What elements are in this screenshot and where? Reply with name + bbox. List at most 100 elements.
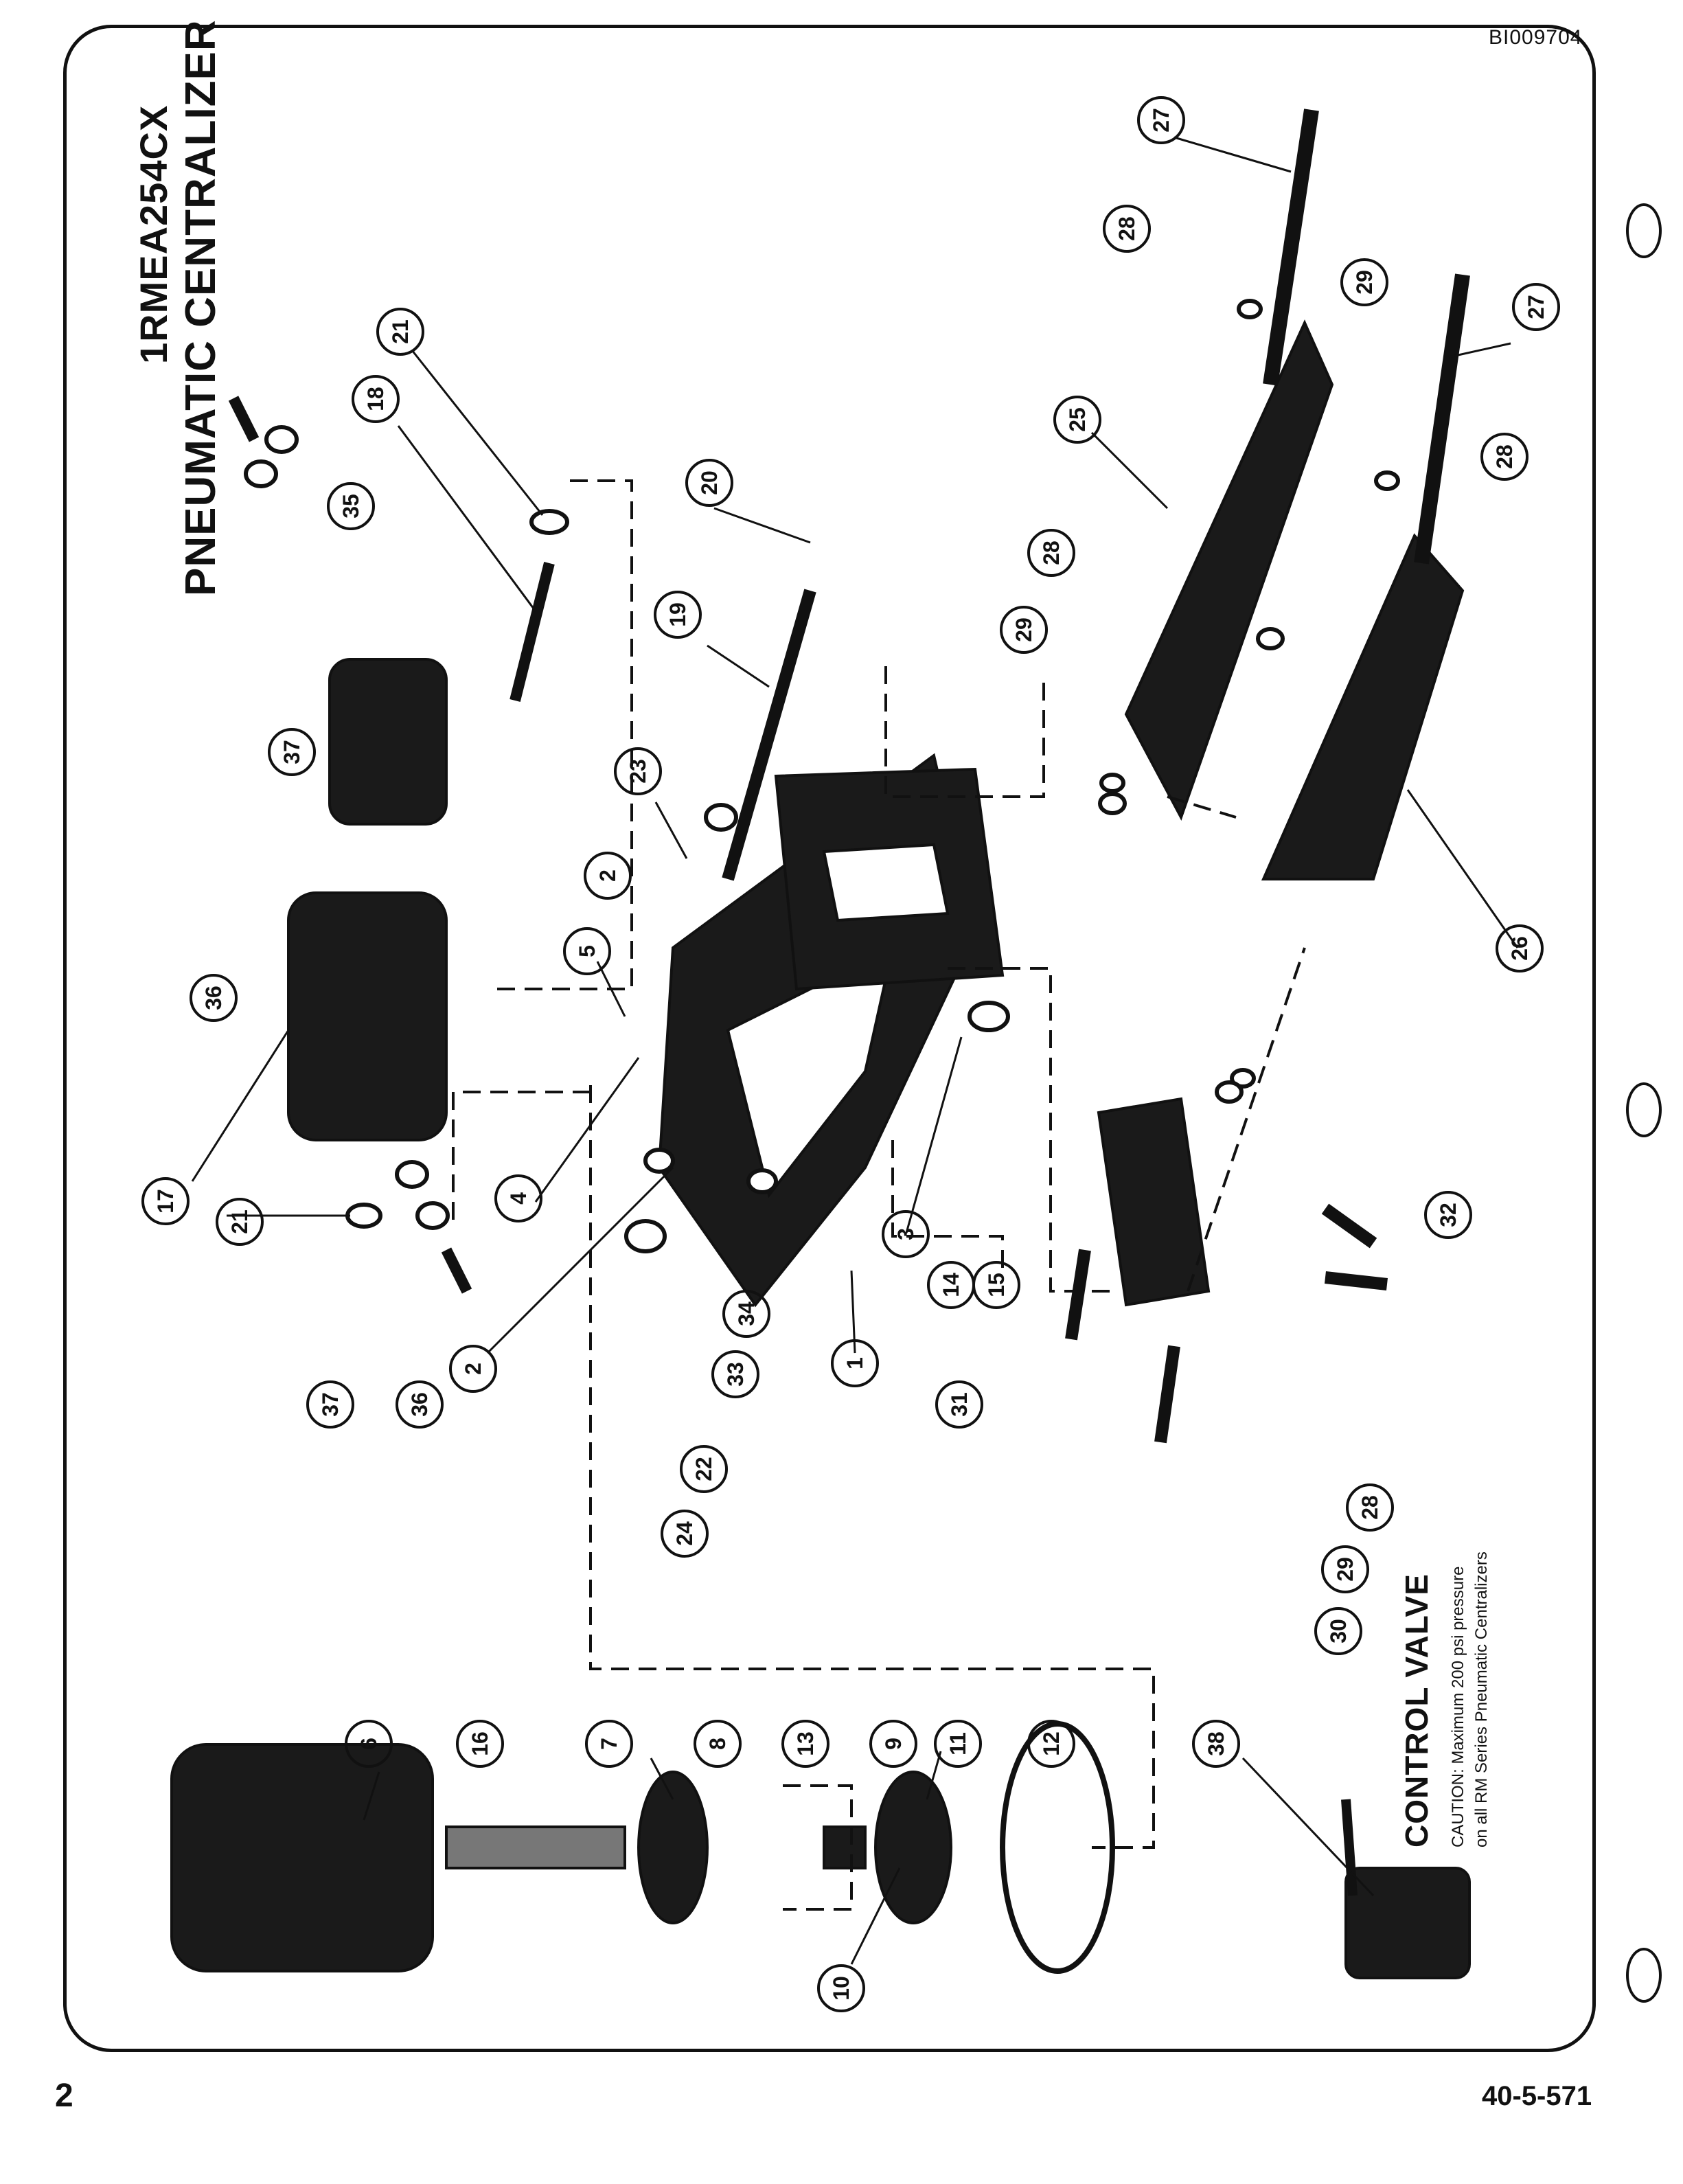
callout-25: 25 xyxy=(1053,396,1101,444)
page-number: 2 xyxy=(55,2078,73,2114)
callout-label: 36 xyxy=(201,986,226,1010)
pin-27-upper xyxy=(1263,109,1319,386)
screw-36b xyxy=(441,1247,472,1294)
washer-2a xyxy=(704,803,738,832)
callout-36: 36 xyxy=(396,1380,444,1429)
callout-label: 33 xyxy=(723,1362,748,1387)
bolt-31a xyxy=(1065,1249,1091,1341)
callout-label: 37 xyxy=(318,1392,343,1417)
callout-30: 30 xyxy=(1314,1607,1362,1655)
callout-10: 10 xyxy=(817,1964,865,2012)
callout-label: 32 xyxy=(1436,1203,1461,1227)
callout-label: 18 xyxy=(363,387,388,411)
callout-32: 32 xyxy=(1424,1191,1472,1239)
callout-label: 1 xyxy=(843,1357,867,1369)
callout-label: 36 xyxy=(407,1392,432,1417)
callout-13: 13 xyxy=(781,1720,829,1768)
callout-23: 23 xyxy=(614,747,662,795)
callout-label: 27 xyxy=(1524,295,1548,319)
callout-label: 25 xyxy=(1065,407,1090,432)
callout-16: 16 xyxy=(456,1720,504,1768)
bracket-slot xyxy=(822,843,950,922)
callout-label: 21 xyxy=(227,1209,252,1234)
bolt-32b xyxy=(1325,1271,1388,1290)
callout-label: 29 xyxy=(1352,270,1377,295)
callout-21: 21 xyxy=(376,308,424,356)
seal-37d xyxy=(415,1201,450,1230)
callout-14: 14 xyxy=(927,1261,975,1309)
washer-2b xyxy=(643,1148,675,1174)
callout-28: 28 xyxy=(1027,529,1075,577)
callout-label: 13 xyxy=(793,1731,818,1756)
callout-18: 18 xyxy=(352,375,400,423)
callout-7: 7 xyxy=(585,1720,633,1768)
callout-label: 28 xyxy=(1358,1495,1382,1520)
callout-15: 15 xyxy=(972,1261,1020,1309)
callout-6: 6 xyxy=(345,1720,393,1768)
washer-28c xyxy=(1099,773,1125,793)
callout-28: 28 xyxy=(1103,205,1151,253)
callout-35: 35 xyxy=(327,482,375,530)
washer-28b xyxy=(1374,470,1400,491)
callout-29: 29 xyxy=(1321,1545,1369,1593)
washer-29a xyxy=(1098,792,1127,815)
callout-1: 1 xyxy=(831,1339,879,1387)
callout-36: 36 xyxy=(190,974,238,1022)
callout-label: 2 xyxy=(461,1363,485,1375)
callout-11: 11 xyxy=(934,1720,982,1768)
piston-part xyxy=(328,658,448,826)
callout-38: 38 xyxy=(1192,1720,1240,1768)
callout-34: 34 xyxy=(722,1290,770,1338)
callout-label: 12 xyxy=(1039,1731,1064,1756)
jaw-upper-part xyxy=(1124,319,1334,821)
seal-21a xyxy=(529,509,569,535)
callout-27: 27 xyxy=(1512,283,1560,331)
seal-37a xyxy=(244,459,278,488)
callout-label: 27 xyxy=(1149,108,1173,133)
callout-3: 3 xyxy=(882,1210,930,1258)
callout-2: 2 xyxy=(449,1345,497,1393)
screw-36a xyxy=(228,396,260,442)
jaw-block-part xyxy=(1097,1097,1211,1307)
shaft-part xyxy=(722,589,816,881)
washer-22 xyxy=(624,1219,667,1253)
callout-label: 24 xyxy=(672,1521,697,1546)
callout-28: 28 xyxy=(1480,433,1529,481)
document-id: BI009704 xyxy=(1489,26,1583,49)
valve-disc-part xyxy=(874,1771,952,1924)
washer-28a xyxy=(1237,299,1263,319)
callout-12: 12 xyxy=(1027,1720,1075,1768)
bolt-31b xyxy=(1154,1345,1180,1444)
callout-20: 20 xyxy=(685,459,733,507)
callout-label: 14 xyxy=(939,1273,963,1297)
callout-label: 29 xyxy=(1011,617,1036,642)
callout-label: 10 xyxy=(829,1976,854,2001)
callout-4: 4 xyxy=(494,1174,542,1222)
callout-label: 28 xyxy=(1492,444,1517,469)
callout-8: 8 xyxy=(694,1720,742,1768)
callout-label: 35 xyxy=(339,494,363,519)
binder-hole-bottom xyxy=(1626,1948,1662,2003)
washer-29b xyxy=(1256,627,1285,650)
spring-part xyxy=(445,1825,626,1869)
rod-part xyxy=(510,562,555,702)
washer-28d xyxy=(1230,1068,1256,1089)
washer-33 xyxy=(746,1168,778,1194)
callout-label: 20 xyxy=(697,470,722,495)
callout-21: 21 xyxy=(216,1198,264,1246)
callout-9: 9 xyxy=(869,1720,917,1768)
pin-27-lower xyxy=(1414,273,1470,565)
callout-label: 28 xyxy=(1114,216,1139,241)
callout-label: 21 xyxy=(388,319,413,344)
cylinder-part xyxy=(287,891,448,1141)
callout-label: 16 xyxy=(468,1731,492,1756)
callout-label: 7 xyxy=(597,1738,621,1750)
binder-hole-middle xyxy=(1626,1082,1662,1137)
seal-37b xyxy=(264,425,299,454)
callout-label: 15 xyxy=(984,1273,1009,1297)
callout-label: 5 xyxy=(575,945,599,957)
callout-37: 37 xyxy=(306,1380,354,1429)
hand-valve-part xyxy=(1344,1867,1471,1979)
